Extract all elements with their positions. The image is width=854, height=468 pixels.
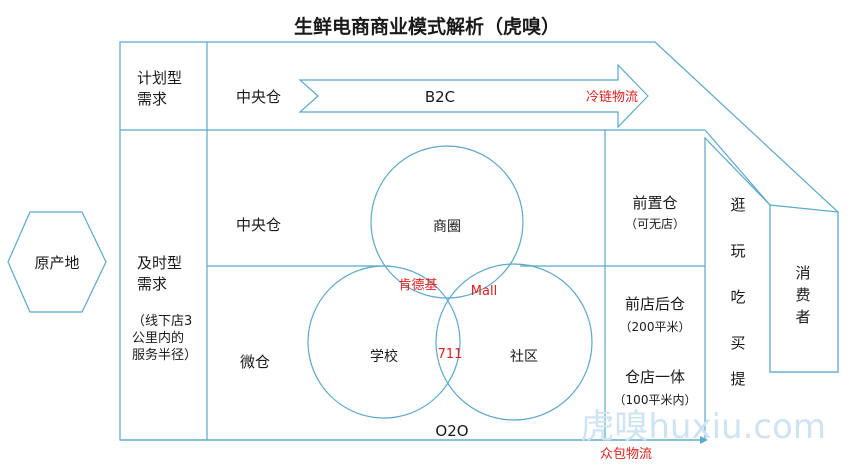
planned-demand-line1: 计划型	[137, 69, 182, 87]
integrated-store-note: （100平米内）	[614, 393, 697, 407]
integrated-store-label: 仓店一体	[625, 368, 685, 386]
circle-community	[435, 263, 593, 421]
b2c-arrow	[298, 63, 649, 129]
consumer-box	[769, 204, 839, 373]
b2c-label: B2C	[425, 88, 455, 106]
o2o-label: O2O	[435, 422, 468, 440]
business-district-label: 商圈	[433, 219, 461, 235]
circle-business	[370, 145, 524, 299]
behavior-eat: 吃	[730, 288, 745, 306]
behavior-buy: 买	[730, 334, 745, 352]
origin-label: 原产地	[34, 254, 79, 272]
diagram-title: 生鲜电商商业模式解析（虎嗅）	[294, 15, 560, 38]
front-store-label: 前店后仓	[625, 295, 685, 313]
school-label: 学校	[370, 348, 398, 365]
watermark: 虎嗅huxiu.com	[580, 407, 826, 447]
behavior-stroll: 逛	[730, 196, 745, 214]
consumer-char-3: 者	[795, 308, 810, 326]
origin-hexagon	[7, 211, 107, 313]
grid-lines	[120, 42, 771, 440]
o2o-arrow-head	[700, 436, 708, 444]
behavior-carry: 提	[730, 370, 745, 388]
planned-central-warehouse: 中央仓	[236, 88, 281, 106]
consumer-char-1: 消	[795, 264, 810, 282]
instant-central-warehouse: 中央仓	[236, 216, 281, 234]
micro-warehouse: 微仓	[240, 353, 270, 371]
front-warehouse-note: （可无店）	[625, 217, 685, 231]
instant-note-line1: （线下店3	[132, 314, 192, 329]
cold-chain-label: 冷链物流	[586, 90, 638, 105]
mall-label: Mall	[471, 284, 497, 299]
seven-eleven-label: 711	[438, 347, 463, 362]
instant-demand-line2: 需求	[137, 275, 167, 293]
crowdsourced-logistics-label: 众包物流	[600, 447, 652, 462]
behavior-play: 玩	[730, 242, 745, 260]
front-store-note: （200平米）	[620, 320, 691, 334]
instant-note-line3: 服务半径）	[132, 347, 197, 363]
instant-note-line2: 公里内的	[132, 330, 184, 346]
consumer-char-2: 费	[795, 286, 810, 304]
kfc-label: 肯德基	[398, 278, 437, 293]
planned-demand-line2: 需求	[137, 90, 167, 108]
circle-school	[307, 265, 461, 419]
instant-demand-line1: 及时型	[137, 254, 182, 272]
community-label: 社区	[510, 349, 538, 365]
front-warehouse-label: 前置仓	[632, 194, 677, 212]
